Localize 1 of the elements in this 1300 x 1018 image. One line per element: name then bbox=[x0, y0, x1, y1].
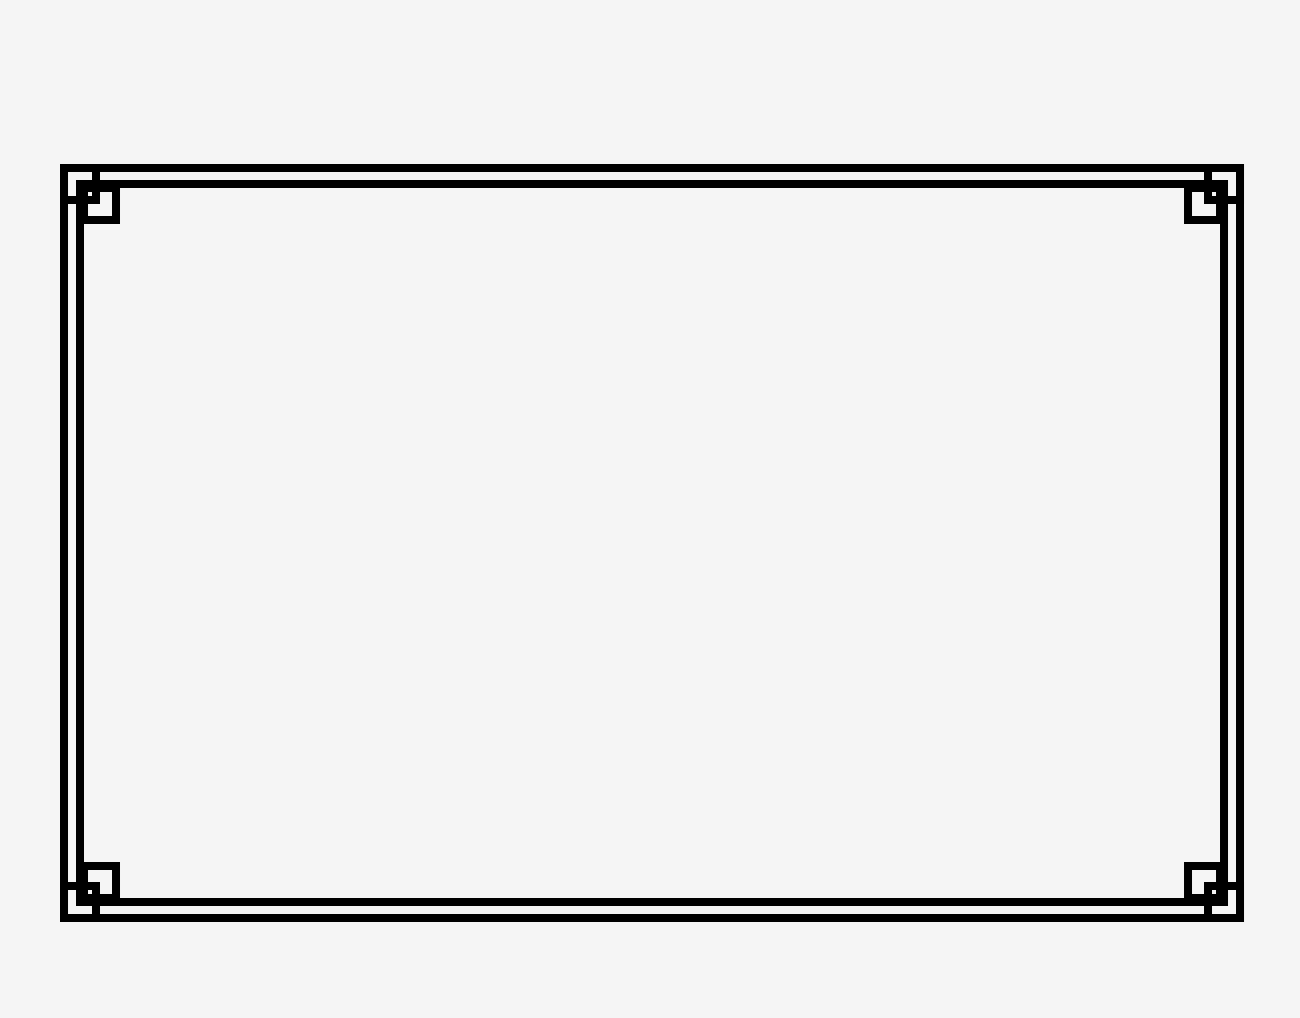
frame-drawing bbox=[60, 164, 1244, 922]
